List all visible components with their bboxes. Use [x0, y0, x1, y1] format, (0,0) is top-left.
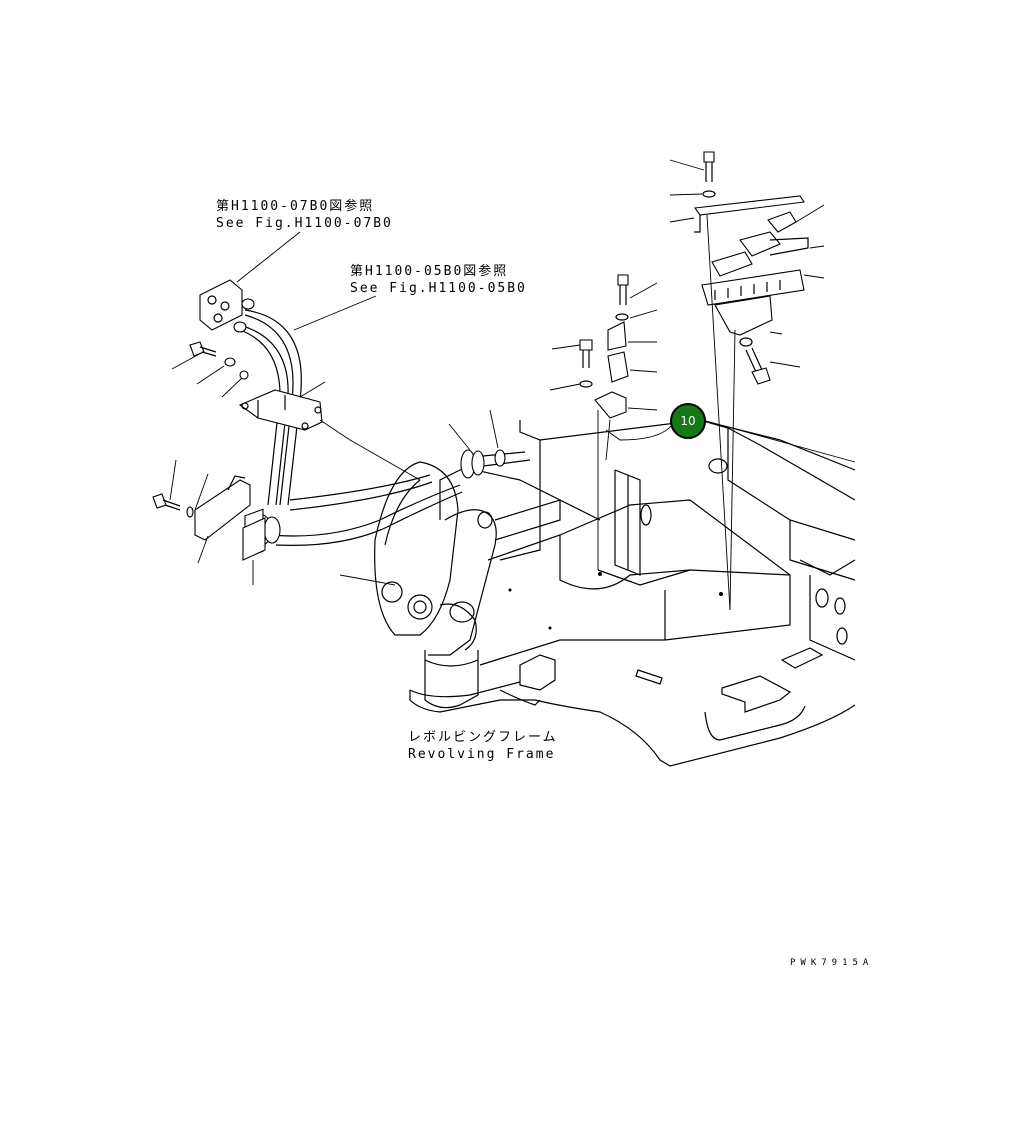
fig-ref-05-jp: 第H1100-05B0図参照: [350, 264, 509, 279]
drawing-code: PWK7915A: [790, 958, 874, 968]
revolving-frame-drawing: [374, 419, 856, 767]
fig-ref-07-en[interactable]: See Fig.H1100-07B0: [216, 216, 393, 231]
left-hardware: [152, 279, 323, 561]
part-callout-marker[interactable]: 10: [670, 403, 706, 439]
hydraulic-tubes: [239, 309, 531, 559]
part-callout-number: 10: [680, 414, 696, 428]
fig-ref-05-en[interactable]: See Fig.H1100-05B0: [350, 281, 527, 296]
frame-label-en: Revolving Frame: [408, 747, 556, 762]
right-hardware: [579, 151, 809, 611]
leader-lines: [169, 159, 856, 586]
frame-label-jp: レボルビングフレーム: [408, 730, 558, 745]
fig-ref-07-jp: 第H1100-07B0図参照: [216, 199, 375, 214]
